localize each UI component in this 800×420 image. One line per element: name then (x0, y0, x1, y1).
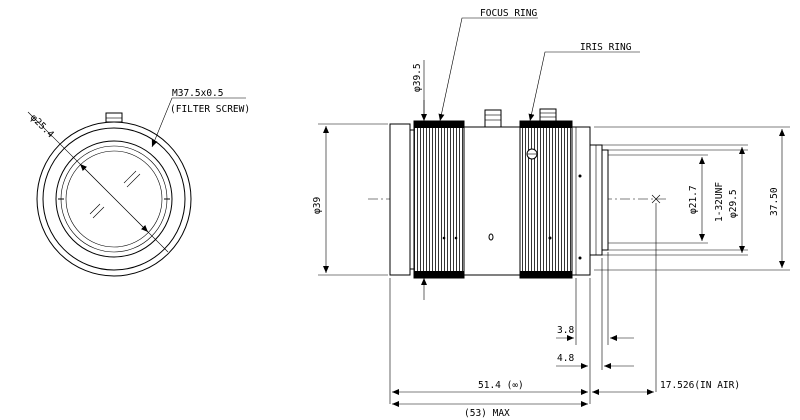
filter-thread-ring (55, 140, 173, 258)
rear-barrel (571, 126, 591, 276)
iris-ring-bottom-band (520, 271, 572, 278)
body-diameter-label: φ39 (312, 197, 323, 214)
focus-ring-bottom-band (414, 271, 464, 278)
iris-ring-label: IRIS RING (580, 42, 632, 53)
front-hood (389, 123, 411, 276)
front-view: φ25.4 M37.5x0.5 (FILTER SCREW) (27, 88, 250, 277)
back-focus-label: 17.526(IN AIR) (660, 380, 740, 391)
glass-reflection (123, 170, 137, 184)
length-label: 51.4 (∞) (478, 380, 524, 391)
dim-4-8-label: 4.8 (557, 353, 574, 364)
dim-37-50-label: 37.50 (769, 187, 780, 216)
focus-ring (413, 120, 465, 279)
focus-ring-top-band (414, 121, 464, 128)
ring-diameter-label: φ39.5 (412, 63, 423, 92)
front-glass-edge (60, 145, 168, 253)
front-mark-nub (105, 112, 123, 123)
thread-note: (FILTER SCREW) (170, 104, 250, 115)
thread-leader (151, 97, 246, 148)
iris-lock-screw (539, 108, 557, 122)
max-length-label: (53) MAX (464, 408, 510, 419)
front-diameter-label: φ25.4 (28, 112, 56, 140)
iris-ring (519, 120, 573, 279)
thread-unf-label: 1-32UNF (714, 182, 725, 222)
iris-ring-leader (528, 51, 640, 122)
front-glass (65, 150, 163, 248)
c-mount-thread (601, 149, 609, 251)
dim-21-7-label: φ21.7 (688, 185, 699, 214)
center-barrel (463, 126, 521, 276)
side-view: FOCUS RING IRIS RING φ39.5 φ39 φ21.7 1-3… (312, 8, 790, 419)
focus-ring-leader (438, 17, 538, 122)
front-rim-inner-edge (42, 127, 186, 271)
iris-ring-top-band (520, 121, 572, 128)
dim-29-5-label: φ29.5 (728, 189, 739, 218)
thread-label: M37.5x0.5 (172, 88, 223, 99)
focus-ring-label: FOCUS RING (480, 8, 537, 19)
focus-lock-screw (484, 109, 502, 128)
dim-3-8-label: 3.8 (557, 325, 574, 336)
